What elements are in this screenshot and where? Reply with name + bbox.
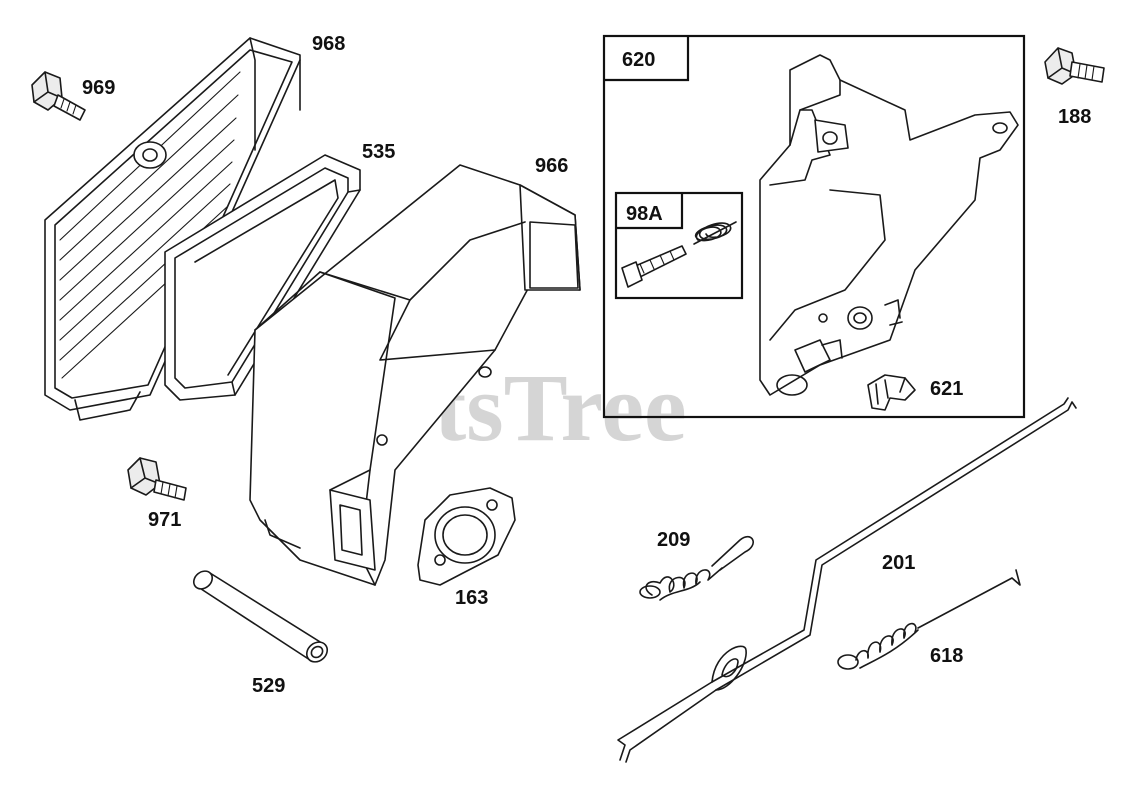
- label-201: 201: [882, 552, 915, 574]
- label-529: 529: [252, 675, 285, 697]
- label-966: 966: [535, 155, 568, 177]
- bolt-188[interactable]: [1044, 47, 1105, 85]
- callout-box-620: 620 98A: [602, 34, 1026, 419]
- tube-529[interactable]: [190, 567, 331, 666]
- control-bracket-620[interactable]: [759, 54, 1019, 396]
- label-535: 535: [362, 141, 395, 163]
- air-cleaner-cover-966[interactable]: [249, 164, 581, 586]
- screw-971[interactable]: [127, 457, 187, 501]
- adjusting-screw-98a[interactable]: [621, 245, 687, 288]
- label-621: 621: [930, 378, 963, 400]
- gasket-163[interactable]: [417, 487, 516, 586]
- spring-209[interactable]: [639, 535, 754, 601]
- label-968: 968: [312, 33, 345, 55]
- sub-box-label: 98A: [626, 203, 663, 225]
- label-188: 188: [1058, 106, 1091, 128]
- label-209: 209: [657, 529, 690, 551]
- throttle-rod-201[interactable]: [617, 397, 1077, 763]
- callout-box-label: 620: [622, 49, 655, 71]
- label-969: 969: [82, 77, 115, 99]
- sub-box-98a: 98A: [614, 191, 744, 300]
- spring-98a[interactable]: [693, 221, 737, 245]
- screw-969[interactable]: [31, 71, 86, 121]
- spring-618[interactable]: [837, 569, 1021, 670]
- label-163: 163: [455, 587, 488, 609]
- clip-621[interactable]: [867, 374, 916, 411]
- label-618: 618: [930, 645, 963, 667]
- label-971: 971: [148, 509, 181, 531]
